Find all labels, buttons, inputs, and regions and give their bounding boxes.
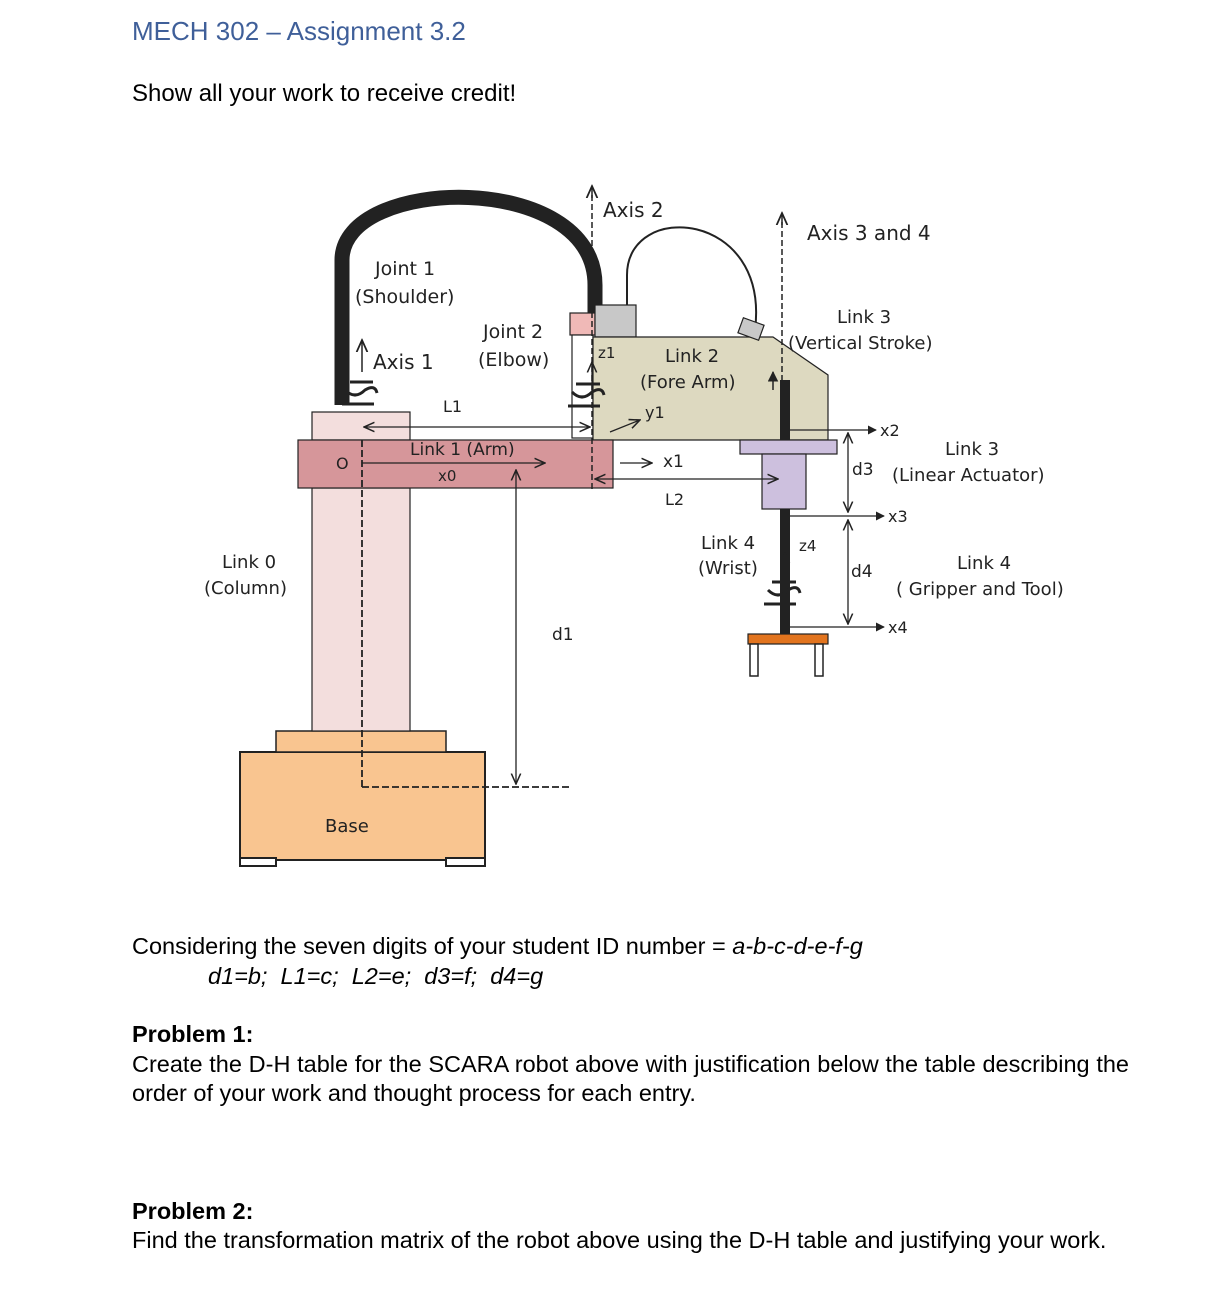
wrist-collar — [739, 439, 838, 455]
student-id-line: Considering the seven digits of your stu… — [132, 932, 863, 961]
base-foot-right — [445, 857, 486, 867]
problem1-title: Problem 1: — [132, 1021, 254, 1047]
forearm — [592, 336, 829, 441]
label-y1: y1 — [645, 403, 665, 422]
label-linear-actuator: (Linear Actuator) — [892, 465, 1045, 486]
label-axis1: Axis 1 — [373, 350, 434, 374]
student-id-value: a-b-c-d-e-f-g — [732, 933, 863, 959]
label-o: O — [336, 454, 349, 473]
wrist-rotation-icon — [764, 580, 802, 606]
label-z1: z1 — [598, 344, 615, 362]
forearm-cable — [626, 226, 758, 331]
joint2-block-right — [594, 304, 637, 338]
forearm-joint-connector — [737, 316, 765, 342]
y1-arrow — [609, 420, 640, 433]
label-axis34: Axis 3 and 4 — [807, 221, 931, 245]
joint1-rotation-icon — [342, 380, 379, 406]
quill-upper — [780, 380, 790, 440]
label-wrist: (Wrist) — [698, 558, 758, 579]
label-link3: Link 3 — [945, 439, 999, 460]
label-gripper: ( Gripper and Tool) — [896, 579, 1064, 600]
label-x2: x2 — [880, 421, 900, 440]
problem1-text: Create the D-H table for the SCARA robot… — [132, 1051, 1129, 1106]
label-link4-tool: Link 4 — [957, 553, 1011, 574]
scara-robot-diagram: Axis 2 Axis 3 and 4 Joint 1 (Shoulder) J… — [204, 170, 1064, 867]
label-x0: x0 — [438, 467, 456, 485]
label-x1: x1 — [663, 452, 684, 472]
label-joint2: Joint 2 — [482, 321, 543, 343]
base-foot-left — [239, 857, 277, 867]
base-collar — [275, 730, 447, 753]
label-link2: Link 2 — [665, 346, 719, 367]
gripper-finger-left — [749, 643, 759, 677]
label-column: (Column) — [204, 578, 287, 599]
label-link3-top: Link 3 — [837, 307, 891, 328]
variable-definitions: d1=b; L1=c; L2=e; d3=f; d4=g — [208, 963, 544, 989]
label-vertical-stroke: (Vertical Stroke) — [788, 333, 933, 354]
label-forearm: (Fore Arm) — [640, 372, 736, 393]
problem2-title: Problem 2: — [132, 1198, 254, 1224]
label-base: Base — [325, 816, 369, 837]
label-z4: z4 — [799, 537, 816, 555]
page-subtitle: Show all your work to receive credit! — [132, 80, 517, 107]
wrist-body — [761, 453, 807, 510]
label-x3: x3 — [888, 507, 908, 526]
base-block — [239, 751, 486, 861]
label-joint1: Joint 1 — [374, 258, 435, 280]
label-shoulder: (Shoulder) — [355, 286, 454, 308]
label-d3: d3 — [852, 460, 874, 480]
label-axis2: Axis 2 — [603, 198, 664, 222]
arm-link1 — [297, 439, 614, 489]
student-id-prefix: Considering the seven digits of your stu… — [132, 933, 733, 959]
label-link4-wrist: Link 4 — [701, 533, 755, 554]
column — [311, 487, 411, 732]
label-d1: d1 — [552, 625, 574, 645]
label-d4: d4 — [851, 562, 873, 582]
gripper-finger-right — [814, 643, 824, 677]
problem2-text: Find the transformation matrix of the ro… — [132, 1227, 1107, 1253]
joint2-post — [571, 334, 594, 439]
column-top — [311, 411, 411, 441]
label-x4: x4 — [888, 618, 908, 637]
gripper-plate — [747, 633, 829, 645]
label-link0: Link 0 — [222, 552, 276, 573]
page-title: MECH 302 – Assignment 3.2 — [132, 16, 466, 46]
label-l1: L1 — [443, 397, 462, 416]
shoulder-cable — [334, 189, 603, 405]
label-elbow: (Elbow) — [478, 349, 549, 371]
label-link1: Link 1 (Arm) — [410, 440, 515, 460]
label-l2: L2 — [665, 490, 684, 509]
